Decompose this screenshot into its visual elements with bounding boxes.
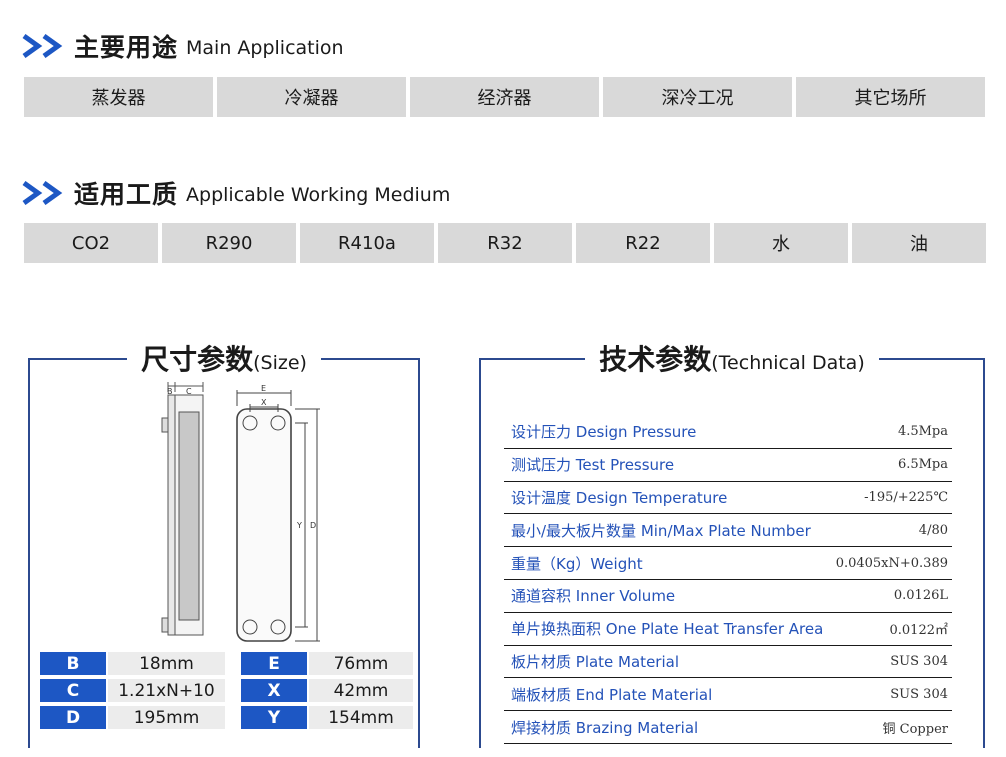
table-row: 焊接材质 Brazing Material 铜 Copper <box>504 711 952 744</box>
tech-label: 通道容积 Inner Volume <box>511 587 676 606</box>
tech-label: 测试压力 Test Pressure <box>511 456 675 475</box>
size-value: 76mm <box>309 652 413 675</box>
dim-label-c: C <box>186 387 192 396</box>
tech-label: 最小/最大板片数量 Min/Max Plate Number <box>511 521 811 540</box>
tech-label: 设计温度 Design Temperature <box>511 488 728 507</box>
working-medium-heading: 适用工质 Applicable Working Medium <box>22 173 450 213</box>
heat-exchanger-drawing: B C E X Y D <box>161 382 320 642</box>
size-key: D <box>40 706 106 729</box>
size-panel-title: 尺寸参数(Size) <box>30 338 418 378</box>
tech-label: 端板材质 End Plate Material <box>511 685 713 704</box>
medium-tag: R22 <box>576 223 710 263</box>
tech-value: 4/80 <box>918 522 948 538</box>
size-table: B 18mm E 76mm C 1.21xN+10 X 42mm D 195mm… <box>40 652 413 729</box>
medium-tag: 油 <box>852 223 986 263</box>
double-chevron-icon <box>22 34 63 58</box>
table-row: 端板材质 End Plate Material SUS 304 <box>504 678 952 712</box>
size-key: B <box>40 652 106 675</box>
tech-value: SUS 304 <box>890 653 948 669</box>
technical-title-en: (Technical Data) <box>711 352 865 374</box>
tech-label: 单片换热面积 One Plate Heat Transfer Area <box>511 620 824 639</box>
application-tag: 其它场所 <box>796 77 985 117</box>
size-title-en: (Size) <box>253 352 307 374</box>
medium-tag: R290 <box>162 223 296 263</box>
technical-table: 设计压力 Design Pressure 4.5Mpa 测试压力 Test Pre… <box>504 416 952 744</box>
technical-panel-title: 技术参数(Technical Data) <box>481 338 983 378</box>
tech-value: -195/+225℃ <box>864 489 948 505</box>
medium-tag: CO2 <box>24 223 158 263</box>
size-value: 195mm <box>108 706 225 729</box>
tech-value: 0.0122㎡ <box>889 623 949 639</box>
main-application-title-cn: 主要用途 <box>74 33 179 62</box>
size-key: C <box>40 679 106 702</box>
medium-tag: R410a <box>300 223 434 263</box>
size-value: 18mm <box>108 652 225 675</box>
table-row: 单片换热面积 One Plate Heat Transfer Area 0.012… <box>504 613 952 646</box>
main-application-list: 蒸发器 冷凝器 经济器 深冷工况 其它场所 <box>24 77 985 117</box>
tech-value: 铜 Copper <box>882 721 948 737</box>
table-row: 重量（Kg）Weight 0.0405xN+0.389 <box>504 547 952 580</box>
tech-value: SUS 304 <box>890 686 948 702</box>
size-title-cn: 尺寸参数 <box>141 343 254 376</box>
application-tag: 经济器 <box>410 77 599 117</box>
table-row: 设计温度 Design Temperature -195/+225℃ <box>504 482 952 515</box>
tech-label: 焊接材质 Brazing Material <box>511 718 699 737</box>
application-tag: 冷凝器 <box>217 77 406 117</box>
table-row: 板片材质 Plate Material SUS 304 <box>504 646 952 679</box>
double-chevron-icon <box>22 181 63 205</box>
table-row: 测试压力 Test Pressure 6.5Mpa <box>504 449 952 482</box>
application-tag: 蒸发器 <box>24 77 213 117</box>
tech-value: 0.0126L <box>893 588 948 604</box>
size-value: 42mm <box>309 679 413 702</box>
tech-value: 6.5Mpa <box>897 457 948 473</box>
size-key: X <box>241 679 307 702</box>
technical-title-cn: 技术参数 <box>599 343 712 376</box>
table-row: 通道容积 Inner Volume 0.0126L <box>504 580 952 613</box>
size-key: Y <box>241 706 307 729</box>
size-value: 1.21xN+10 <box>108 679 225 702</box>
tech-label: 重量（Kg）Weight <box>511 554 643 573</box>
size-key: E <box>241 652 307 675</box>
size-value: 154mm <box>309 706 413 729</box>
tech-label: 设计压力 Design Pressure <box>511 423 697 442</box>
table-row: 最小/最大板片数量 Min/Max Plate Number 4/80 <box>504 514 952 548</box>
table-row: 设计压力 Design Pressure 4.5Mpa <box>504 416 952 449</box>
dim-label-x: X <box>261 398 267 407</box>
main-application-title-en: Main Application <box>186 37 344 59</box>
technical-panel: 技术参数(Technical Data) <box>479 338 985 748</box>
dim-label-e: E <box>261 384 266 393</box>
tech-value: 0.0405xN+0.389 <box>835 555 948 571</box>
application-tag: 深冷工况 <box>603 77 792 117</box>
dim-label-y: Y <box>296 521 302 530</box>
medium-tag: R32 <box>438 223 572 263</box>
main-application-heading: 主要用途 Main Application <box>22 26 344 66</box>
size-panel: 尺寸参数(Size) <box>28 338 420 748</box>
tech-value: 4.5Mpa <box>897 424 948 440</box>
dim-label-d: D <box>310 521 316 530</box>
working-medium-title-cn: 适用工质 <box>74 180 179 209</box>
dim-label-b: B <box>167 387 173 396</box>
tech-label: 板片材质 Plate Material <box>511 652 679 671</box>
working-medium-title-en: Applicable Working Medium <box>186 184 451 206</box>
medium-tag: 水 <box>714 223 848 263</box>
working-medium-list: CO2 R290 R410a R32 R22 水 油 <box>24 223 986 263</box>
